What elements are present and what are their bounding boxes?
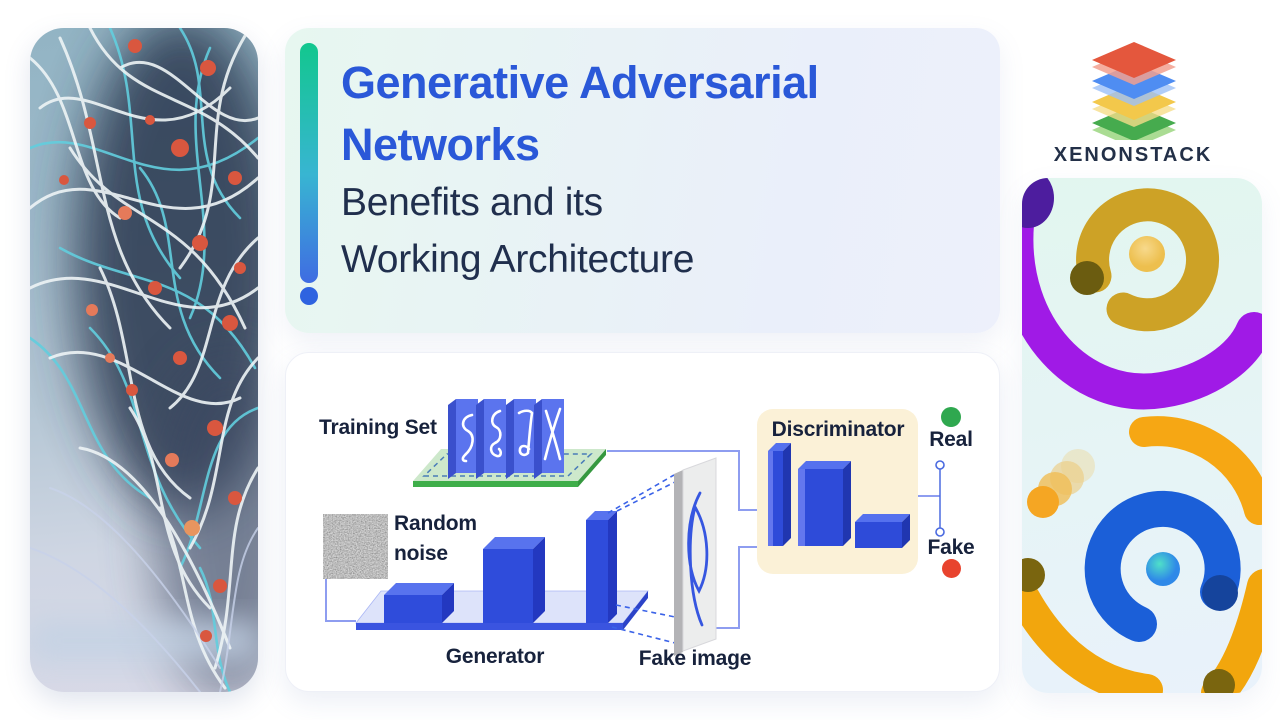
projection-dashed-lines [607,474,678,644]
random-noise-label: Random noise [394,512,477,565]
title-card: Generative Adversarial Networks Benefits… [285,28,1000,333]
noise-swatch [323,514,388,579]
connector-lines [325,450,940,629]
page-title-line1: Generative Adversarial [341,57,819,108]
fake-label: Fake [927,536,975,559]
gan-architecture-diagram: Training Set Random noise Generator Fake… [285,352,1000,692]
gan-diagram-graphics [323,399,945,656]
accent-dot [300,287,318,305]
generator-label: Generator [445,645,545,668]
training-sample-cards [448,399,564,479]
decor-shapes-panel [1022,178,1262,693]
title-block: Generative Adversarial Networks Benefits… [341,52,819,289]
wire-nodes [59,39,246,642]
abstract-shapes [1022,178,1262,693]
fake-dot [942,559,961,578]
accent-bar [300,43,318,283]
fake-image-label: Fake image [638,647,752,670]
page-subtitle-line1: Benefits and its [341,181,603,225]
neural-wires-photo [30,28,258,692]
xenonstack-logo-icon [1092,42,1176,140]
page-subtitle-line2: Working Architecture [341,238,695,282]
discriminator-bars [768,443,910,548]
decision-line [935,460,945,537]
discriminator-label: Discriminator [771,418,905,441]
generator-bars [384,511,617,623]
brand-wordmark: XENONSTACK [1053,144,1213,166]
real-label: Real [929,428,973,451]
neural-wires-illustration [30,28,258,692]
real-dot [941,407,961,427]
brand-logo: XENONSTACK [1030,26,1236,176]
page-title-line2: Networks [341,118,540,170]
fake-image-canvas [674,457,717,656]
training-set-label: Training Set [319,416,437,439]
